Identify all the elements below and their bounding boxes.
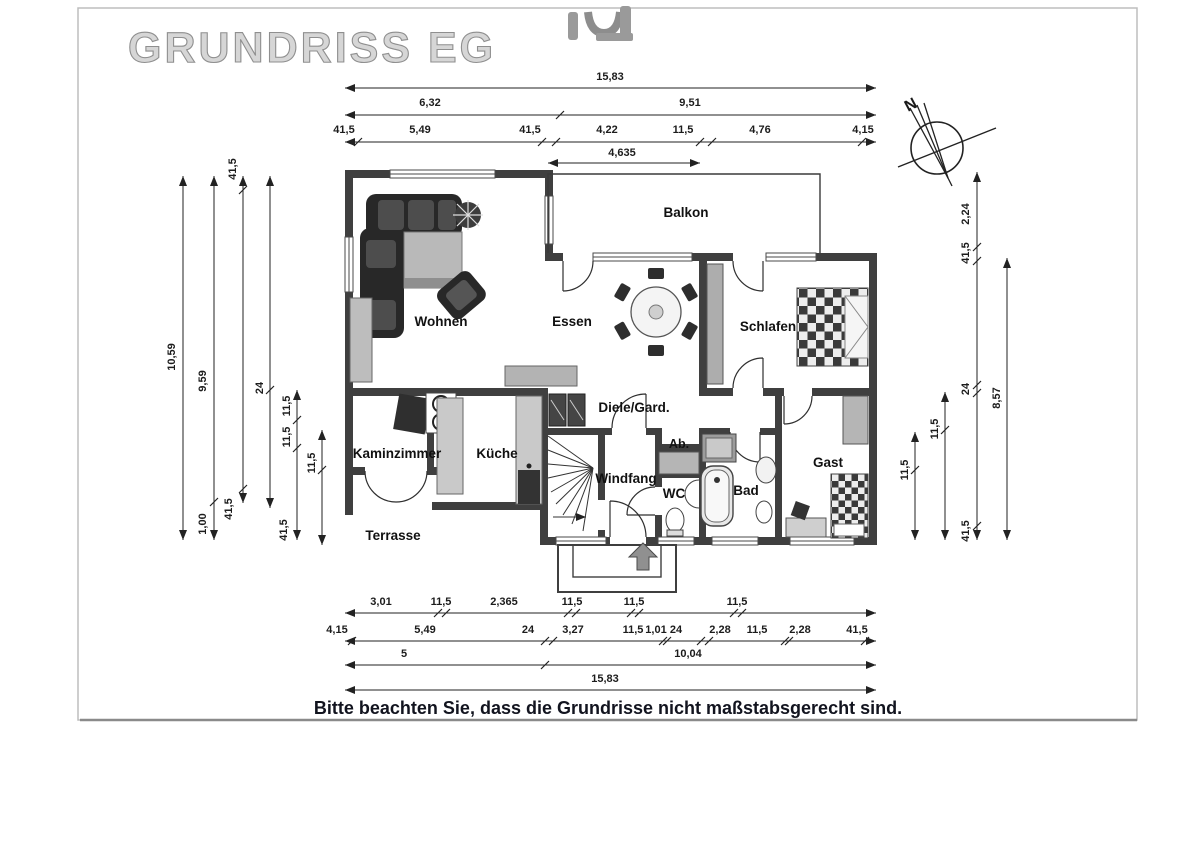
room-label-kueche: Küche <box>476 446 518 461</box>
room-label-terrasse: Terrasse <box>365 528 421 543</box>
dim-label: 11,5 <box>747 624 768 636</box>
dim-label: 4,15 <box>852 124 873 136</box>
room-label-gast: Gast <box>813 455 844 470</box>
furniture <box>349 194 869 539</box>
sideboard-essen <box>504 365 578 387</box>
balcony-outline <box>547 173 821 253</box>
dim-label: 41,5 <box>223 498 235 519</box>
windows <box>344 169 855 546</box>
dim-label: 11,5 <box>562 596 583 608</box>
coffee-table-shadow <box>404 278 462 288</box>
room-label-wc: WC <box>663 486 686 501</box>
dim-label: 8,57 <box>991 387 1003 408</box>
doors <box>364 260 813 538</box>
room-label-windfang: Windfang <box>595 471 656 486</box>
dim-label: 41,5 <box>278 519 290 540</box>
dim-label: 10,59 <box>166 343 178 371</box>
dim-label: 15,83 <box>591 673 619 685</box>
dim-label: 11,5 <box>431 596 452 608</box>
dim-label: 5,49 <box>409 124 430 136</box>
dim-label: 10,04 <box>674 648 702 660</box>
dim-label: 1,00 <box>197 513 209 534</box>
dim-label: 11,5 <box>899 460 911 481</box>
guest-room-furniture <box>785 395 869 539</box>
dim-label: 41,5 <box>333 124 354 136</box>
dim-label: 15,83 <box>596 71 624 83</box>
dining-set <box>614 268 698 356</box>
dimension-lines <box>179 84 1011 694</box>
dim-label: 1,01 <box>645 624 666 636</box>
bathroom-fixtures <box>700 433 777 527</box>
walls <box>345 170 877 545</box>
room-label-abstell: Ab. <box>669 437 689 451</box>
dim-label: 11,5 <box>727 596 748 608</box>
room-labels: Balkon Wohnen Essen Schlafen Kaminzimmer… <box>353 205 844 543</box>
partial-logo-icon <box>568 6 633 41</box>
dim-label: 11,5 <box>306 453 318 474</box>
scale-disclaimer-note: Bitte beachten Sie, dass die Grundrisse … <box>314 698 902 718</box>
storage-shelf <box>658 451 700 475</box>
dim-label: 24 <box>670 624 683 636</box>
storage-shelf-top <box>659 444 699 452</box>
entrance-porch <box>557 542 677 593</box>
dim-label: 9,59 <box>197 370 209 391</box>
dim-label: 24 <box>254 381 266 394</box>
dim-label: 11,5 <box>929 419 941 440</box>
dim-label: 41,5 <box>960 242 972 263</box>
dimension-labels: 15,83 6,32 9,51 41,5 5,49 41,5 4,22 11,5… <box>166 71 1003 685</box>
dim-label: 11,5 <box>673 124 694 136</box>
dim-label: 4,22 <box>596 124 617 136</box>
kitchen-sink <box>518 470 540 504</box>
dim-label: 41,5 <box>960 520 972 541</box>
schlafen-closet <box>706 263 724 385</box>
dim-label: 5 <box>401 648 407 660</box>
page-title: GRUNDRISS EG <box>128 24 496 72</box>
room-label-essen: Essen <box>552 314 592 329</box>
room-label-wohnen: Wohnen <box>415 314 468 329</box>
dim-label: 6,32 <box>419 97 440 109</box>
dim-label: 24 <box>960 382 972 395</box>
dim-label: 11,5 <box>281 396 293 417</box>
kitchen-counter-left <box>436 397 464 495</box>
dim-label: 11,5 <box>624 596 645 608</box>
dim-label: 2,24 <box>960 202 972 224</box>
schlafen-bed <box>796 287 869 367</box>
dim-label: 4,15 <box>326 624 347 636</box>
dim-label: 24 <box>522 624 535 636</box>
armchair <box>437 271 486 320</box>
sideboard-west <box>349 297 373 383</box>
dim-label: 3,27 <box>562 624 583 636</box>
dim-label: 4,635 <box>608 147 636 159</box>
compass-rose: N <box>897 95 997 187</box>
staircase <box>547 435 598 532</box>
dim-label: 41,5 <box>519 124 540 136</box>
room-label-kaminzimmer: Kaminzimmer <box>353 446 442 461</box>
plant <box>453 200 483 230</box>
room-label-diele: Diele/Gard. <box>598 400 669 415</box>
dim-label: 41,5 <box>227 158 239 179</box>
compass-north-label: N <box>902 95 920 115</box>
wc-fixtures <box>665 479 700 537</box>
dim-label: 2,28 <box>789 624 810 636</box>
dim-label: 41,5 <box>846 624 867 636</box>
garderobe <box>548 393 586 427</box>
dim-label: 2,28 <box>709 624 730 636</box>
room-label-schlafen: Schlafen <box>740 319 796 334</box>
entry-arrow-icon <box>627 542 659 571</box>
dim-label: 11,5 <box>623 624 644 636</box>
dim-label: 3,01 <box>370 596 391 608</box>
dim-label: 9,51 <box>679 97 700 109</box>
fireplace <box>393 393 431 435</box>
dim-label: 11,5 <box>281 427 293 448</box>
dim-label: 2,365 <box>490 596 518 608</box>
room-label-bad: Bad <box>733 483 759 498</box>
room-label-balkon: Balkon <box>663 205 708 220</box>
dim-label: 4,76 <box>749 124 770 136</box>
dim-label: 5,49 <box>414 624 435 636</box>
